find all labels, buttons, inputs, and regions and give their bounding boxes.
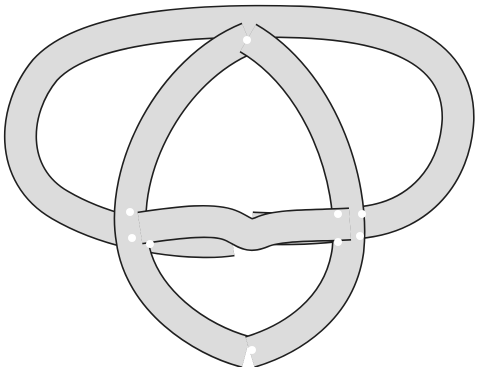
crossing-gap-3 [146, 240, 154, 248]
crossing-gap-5 [334, 210, 342, 218]
crossing-gap-8 [356, 232, 364, 240]
crossing-gap-1 [243, 36, 251, 44]
center-twist-band [140, 222, 350, 235]
crossing-gap-7 [334, 238, 342, 246]
crossing-gap-9 [248, 346, 256, 354]
crossing-gap-4 [128, 234, 136, 242]
crossing-gap-6 [358, 210, 366, 218]
right-lobe-band [248, 38, 349, 352]
crossing-gap-2 [126, 208, 134, 216]
knot-band [20, 21, 458, 354]
